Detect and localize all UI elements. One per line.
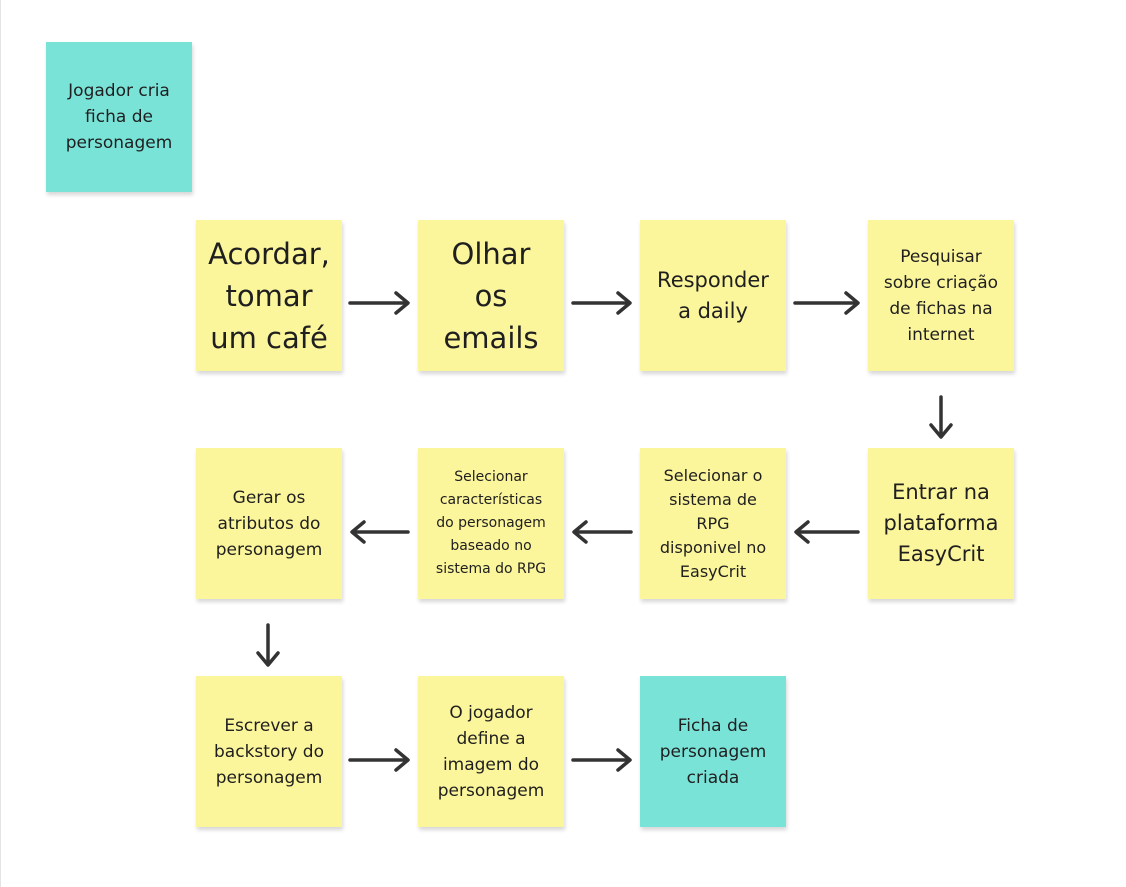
canvas-edge [0, 0, 1, 887]
arrow-characteristics-to-attributes [350, 520, 410, 544]
note-enter-easycrit[interactable]: Entrar na plataforma EasyCrit [868, 448, 1014, 599]
arrow-backstory-to-image [348, 748, 410, 772]
arrow-emails-to-daily [571, 291, 632, 315]
arrow-wake-to-emails [348, 291, 410, 315]
note-research-sheets[interactable]: Pesquisar sobre criação de fichas na int… [868, 220, 1014, 371]
arrow-easycrit-to-system [794, 520, 860, 544]
note-wake-up[interactable]: Acordar, tomar um café [196, 220, 342, 371]
start-note[interactable]: Jogador cria ficha de personagem [46, 42, 192, 192]
end-note[interactable]: Ficha de personagem criada [640, 676, 786, 827]
arrow-image-to-final [571, 748, 632, 772]
note-select-characteristics[interactable]: Selecionar características do personagem… [418, 448, 564, 599]
arrow-research-to-easycrit [929, 395, 953, 439]
note-write-backstory[interactable]: Escrever a backstory do personagem [196, 676, 342, 827]
arrow-attributes-to-backstory [256, 623, 280, 667]
note-define-image[interactable]: O jogador define a imagem do personagem [418, 676, 564, 827]
note-select-rpg-system[interactable]: Selecionar o sistema de RPG disponivel n… [640, 448, 786, 599]
note-generate-attributes[interactable]: Gerar os atributos do personagem [196, 448, 342, 599]
arrow-daily-to-research [793, 291, 860, 315]
note-check-emails[interactable]: Olhar os emails [418, 220, 564, 371]
arrow-system-to-characteristics [572, 520, 633, 544]
note-answer-daily[interactable]: Responder a daily [640, 220, 786, 371]
